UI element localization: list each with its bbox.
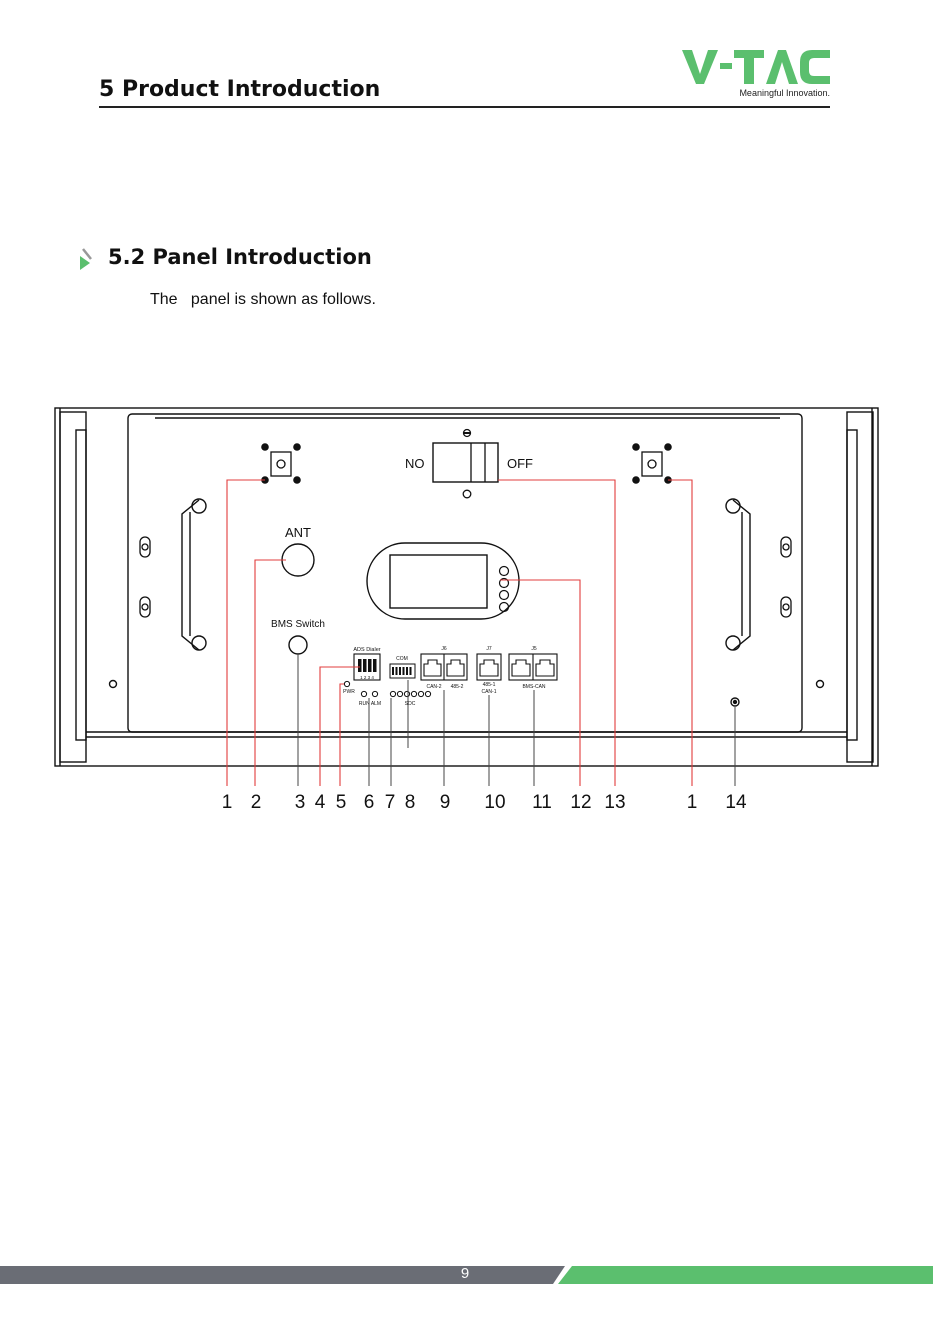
- rs485-2-label: 485-2: [451, 684, 464, 690]
- vtac-logo: Meaningful Innovation.: [680, 48, 832, 100]
- section-title: 5.2 Panel Introduction: [108, 245, 372, 269]
- callout-2: 2: [251, 792, 262, 813]
- callout-8: 8: [405, 792, 416, 813]
- callout-6: 6: [364, 792, 375, 813]
- rack-frame: [55, 408, 878, 766]
- pwr-label: PWR: [343, 689, 355, 695]
- callout-7: 7: [385, 792, 396, 813]
- j7-port: [477, 654, 501, 680]
- j5-label: J5: [531, 646, 537, 652]
- breaker-switch: [433, 430, 498, 498]
- callout-5: 5: [336, 792, 347, 813]
- callout-3: 3: [295, 792, 306, 813]
- power-terminal-left: [261, 443, 301, 484]
- j6-ports: [421, 654, 467, 680]
- callout-10: 10: [484, 792, 505, 813]
- callout-9: 9: [440, 792, 451, 813]
- callout-12: 12: [570, 792, 591, 813]
- com-port: [390, 664, 415, 678]
- right-handle: [726, 499, 750, 650]
- run-alm-label: RUN ALM: [359, 701, 381, 707]
- lcd-display: [367, 543, 519, 619]
- front-panel: [128, 414, 802, 732]
- j6-label: J6: [441, 646, 447, 652]
- ads-dialer-label: ADS Dialer: [353, 647, 380, 653]
- logo-tagline: Meaningful Innovation.: [739, 88, 830, 98]
- section-bullet-icon: [80, 248, 94, 270]
- ant-label: ANT: [285, 525, 311, 540]
- callout-11: 11: [532, 792, 552, 813]
- bms-switch: [289, 636, 307, 654]
- power-terminal-right: [632, 443, 672, 484]
- left-handle: [182, 499, 206, 650]
- callout-14: 14: [725, 792, 747, 813]
- heading-rule: [99, 106, 830, 108]
- bms-switch-label: BMS Switch: [271, 619, 325, 630]
- can1-label: CAN-1: [481, 689, 496, 695]
- callout-4: 4: [315, 792, 326, 813]
- rs485-1-label: 485-1: [483, 682, 496, 688]
- switch-right-label: OFF: [507, 456, 533, 471]
- callout-1-right: 1: [687, 792, 698, 813]
- soc-label: SOC: [405, 701, 416, 707]
- can2-label: CAN-2: [426, 684, 441, 690]
- callout-1: 1: [222, 792, 233, 813]
- panel-diagram: NO OFF ANT BMS Switch ADS Dialer 1 2 3 4…: [0, 400, 933, 820]
- intro-text: The panel is shown as follows.: [150, 291, 376, 309]
- callout-13: 13: [604, 792, 625, 813]
- j7-label: J7: [486, 646, 492, 652]
- page-number: 9: [445, 1265, 485, 1282]
- dialer-numbers: 1 2 3 4: [360, 675, 374, 680]
- bms-can-label: BMS-CAN: [522, 684, 545, 690]
- com-label: COM: [396, 656, 408, 662]
- switch-left-label: NO: [405, 456, 425, 471]
- soc-leds: [390, 691, 430, 696]
- j5-ports: [509, 654, 557, 680]
- antenna-port: [282, 544, 314, 576]
- page-heading: 5 Product Introduction: [99, 77, 380, 102]
